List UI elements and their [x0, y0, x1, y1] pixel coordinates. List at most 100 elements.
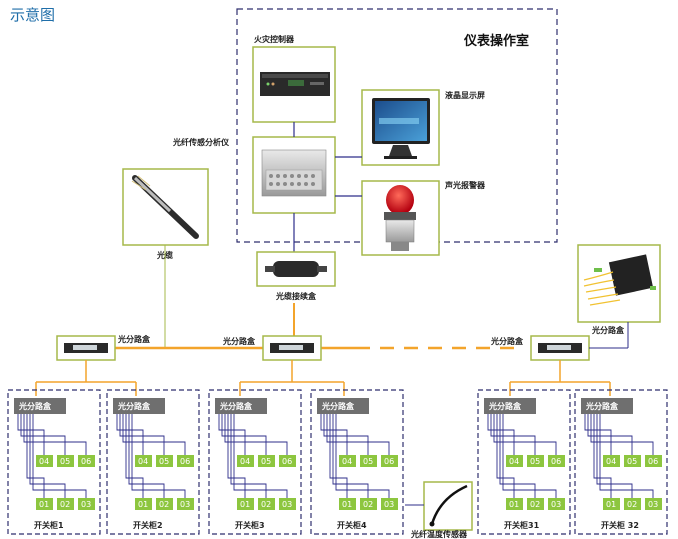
cabinet-splitter-label: 光分路盒	[321, 401, 355, 411]
cabinet-fiber-wire	[233, 414, 288, 498]
cabinet-fiber-wire	[218, 414, 246, 455]
port-number: 02	[530, 500, 540, 509]
cabinet-fiber-wire	[122, 414, 186, 455]
port-box	[279, 455, 296, 467]
lcd-label: 液晶显示屏	[445, 90, 485, 100]
port-box	[381, 455, 398, 467]
cabinets-layer: 光分路盒 04 05 06 01 02 03 开关柜1 光分路盒 04 05 06 01 02 03 开关柜2…	[7, 389, 668, 535]
port-number: 03	[648, 500, 658, 509]
cabinet-fiber-wire	[496, 414, 515, 498]
port-box	[360, 498, 377, 510]
port-box	[339, 455, 356, 467]
cabinet-name: 开关柜3	[235, 520, 265, 530]
cabinet-fiber-wire	[227, 414, 246, 498]
port-box	[279, 498, 296, 510]
cabinet-fiber-wire	[323, 414, 369, 455]
port-box	[527, 498, 544, 510]
port-box	[177, 455, 194, 467]
cabinet-name: 开关柜 32	[601, 520, 639, 530]
port-box	[603, 498, 620, 510]
port-number: 06	[282, 457, 292, 466]
port-box	[36, 498, 53, 510]
cabinet-frame	[208, 389, 302, 535]
splitter-label-left: 光分路盒	[117, 334, 151, 344]
port-number: 01	[240, 500, 250, 509]
cabinet-splitter-box	[113, 398, 165, 414]
port-box	[78, 498, 95, 510]
port-number: 04	[342, 457, 352, 466]
cabinet-fiber-wire	[131, 414, 186, 498]
alarm-label: 声光报警器	[444, 180, 486, 190]
port-box	[603, 455, 620, 467]
port-number: 06	[81, 457, 91, 466]
port-box	[135, 498, 152, 510]
port-number: 06	[648, 457, 658, 466]
port-number: 03	[282, 500, 292, 509]
port-box	[339, 498, 356, 510]
cabinet-fiber-wire	[335, 414, 390, 498]
cabinet-fiber-wire	[326, 414, 390, 455]
cabinet-name: 开关柜31	[504, 520, 540, 530]
port-number: 05	[530, 457, 540, 466]
port-number: 03	[551, 500, 561, 509]
cabinet-name: 开关柜1	[34, 520, 64, 530]
cabinet-fiber-wire	[499, 414, 536, 498]
splitter-box-left	[56, 335, 116, 361]
port-box	[645, 455, 662, 467]
port-box	[57, 498, 74, 510]
page-title: 示意图	[10, 6, 55, 24]
cabinet-frame	[106, 389, 200, 535]
fork-left	[35, 360, 137, 396]
cabinet-splitter-box	[581, 398, 633, 414]
port-number: 03	[81, 500, 91, 509]
splice-box-device	[256, 251, 336, 287]
cabinet-fiber-wire	[23, 414, 87, 455]
splitter-closeup-image	[577, 244, 661, 323]
cabinet-splitter-label: 光分路盒	[488, 401, 522, 411]
cabinet-fiber-wire	[224, 414, 288, 455]
cabinet-frame	[310, 389, 404, 535]
cabinet-fiber-wire	[20, 414, 66, 455]
cabinet-frame	[574, 389, 668, 535]
port-box	[258, 455, 275, 467]
port-box	[57, 455, 74, 467]
cabinet-name: 开关柜4	[337, 520, 367, 530]
port-number: 03	[180, 500, 190, 509]
cabinet-fiber-wire	[332, 414, 369, 498]
port-number: 05	[363, 457, 373, 466]
port-box	[381, 498, 398, 510]
control-room-title: 仪表操作室	[463, 33, 529, 49]
port-number: 02	[363, 500, 373, 509]
port-number: 05	[60, 457, 70, 466]
cabinet-frame	[7, 389, 101, 535]
splitter-label-closeup: 光分路盒	[591, 325, 625, 335]
port-box	[645, 498, 662, 510]
cabinet-fiber-wire	[119, 414, 165, 455]
port-box	[135, 455, 152, 467]
fork-right	[509, 360, 611, 396]
port-number: 01	[39, 500, 49, 509]
cabinet-fiber-wire	[490, 414, 536, 455]
port-box	[360, 455, 377, 467]
cabinet-fiber-wire	[329, 414, 348, 498]
port-number: 05	[261, 457, 271, 466]
fire-controller-label: 火灾控制器	[254, 34, 295, 44]
cabinet-fiber-wire	[596, 414, 633, 498]
cabinet-name: 开关柜2	[133, 520, 163, 530]
port-number: 01	[509, 500, 519, 509]
cabinet-fiber-wire	[221, 414, 267, 455]
cabinet-fiber-wire	[230, 414, 267, 498]
port-number: 04	[606, 457, 616, 466]
port-box	[548, 455, 565, 467]
fiber-cable-image	[122, 168, 209, 246]
port-number: 05	[627, 457, 637, 466]
port-box	[624, 498, 641, 510]
cabinet-splitter-label: 光分路盒	[18, 401, 52, 411]
cabinet-splitter-label: 光分路盒	[219, 401, 253, 411]
